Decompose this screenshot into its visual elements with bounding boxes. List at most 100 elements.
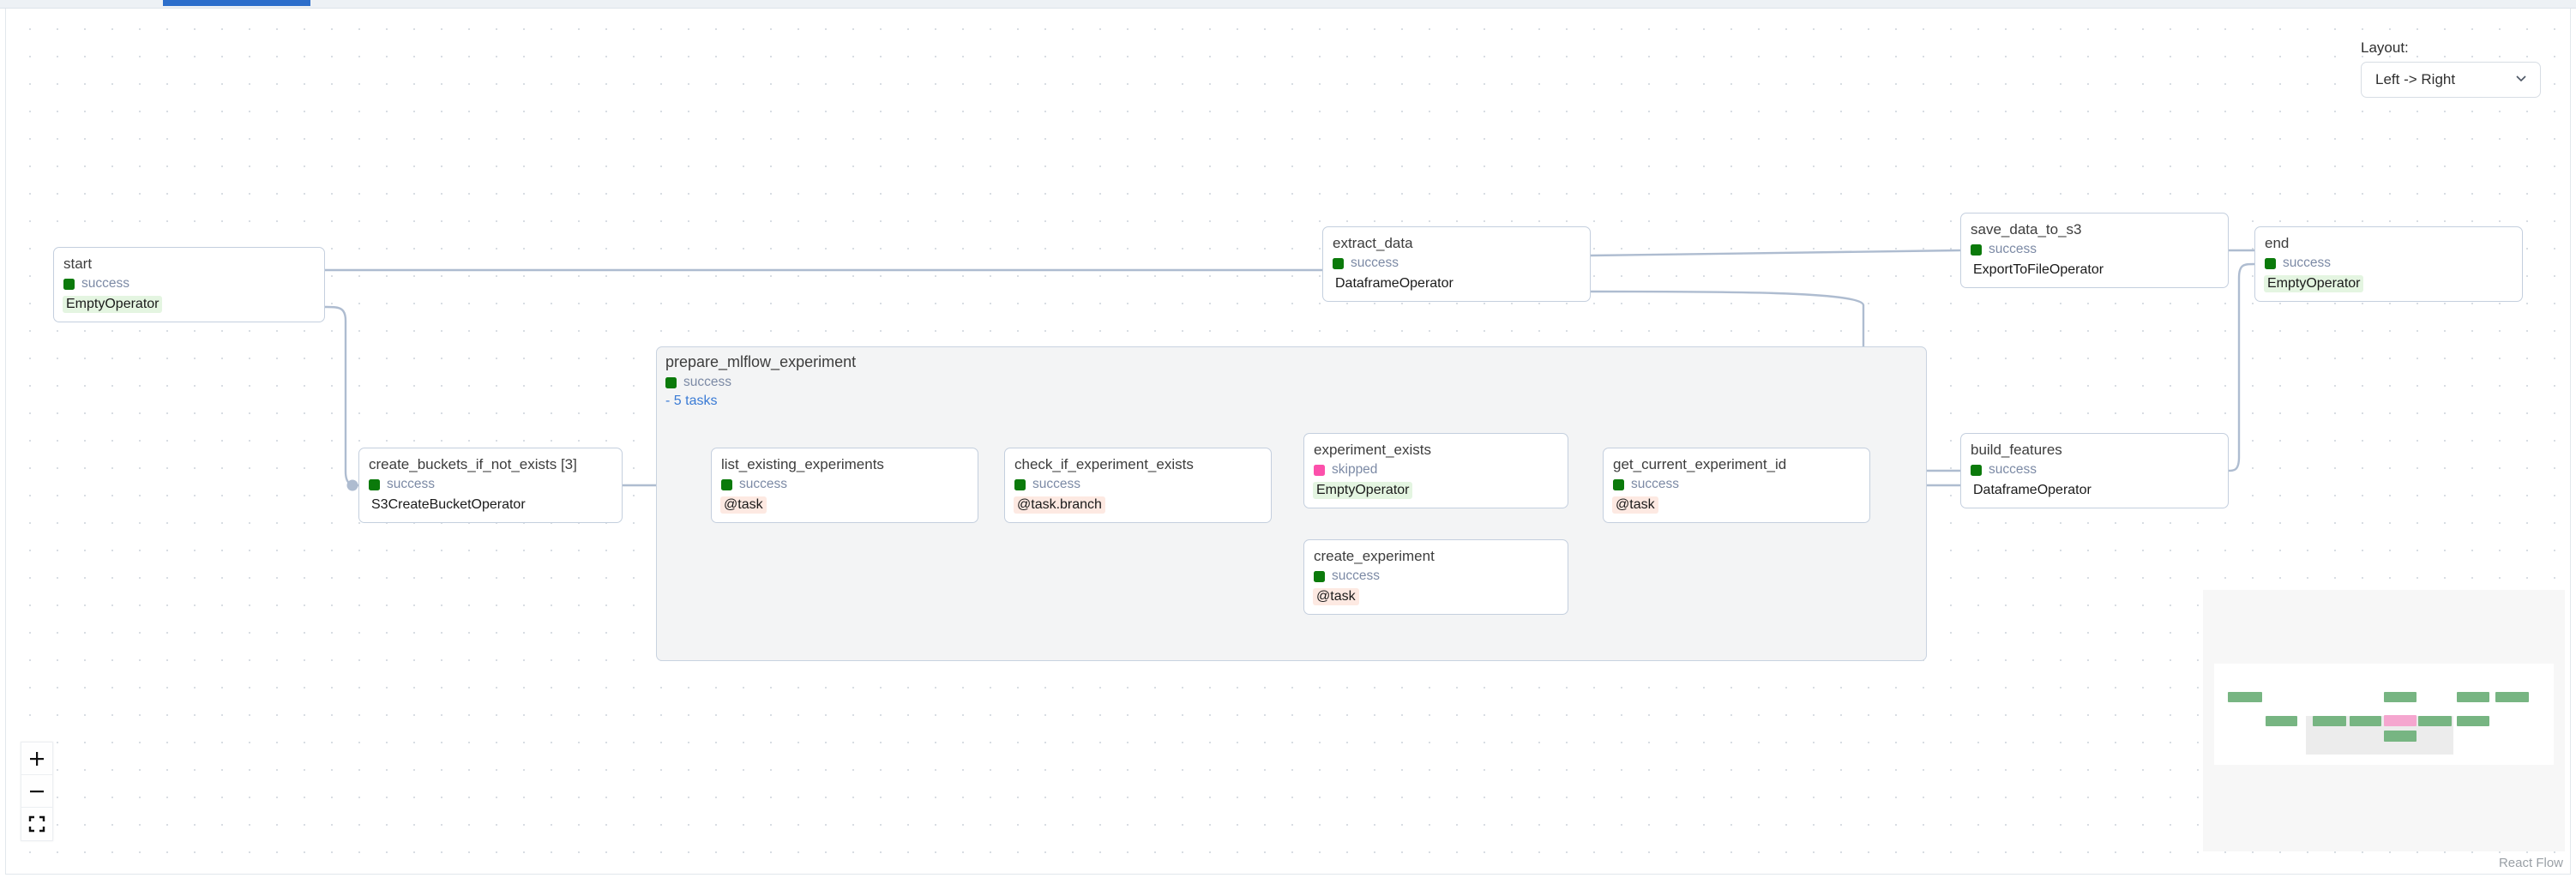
task-operator-badge: @task (720, 496, 767, 514)
task-node-status: success (1971, 242, 2037, 257)
fit-view-icon (28, 815, 45, 833)
chevron-down-icon (2514, 71, 2528, 89)
status-square-success (1971, 244, 1982, 256)
minimap-node-success (2228, 692, 2262, 702)
task-status-label: success (387, 477, 435, 491)
task-operator-badge: EmptyOperator (63, 296, 163, 313)
task-operator-badge: @task.branch (1014, 496, 1105, 514)
status-square-success (665, 376, 677, 388)
task-operator-badge: EmptyOperator (1313, 482, 1413, 499)
task-operator-badge: ExportToFileOperator (1973, 262, 2104, 277)
task-status-label: success (1989, 462, 2037, 477)
task-node-title: check_if_experiment_exists (1014, 456, 1194, 472)
status-square-success (2265, 257, 2276, 269)
group-status-label: success (683, 375, 731, 389)
plus-icon (30, 751, 44, 766)
layout-control: Layout: Left -> Right (2361, 39, 2541, 98)
task-status-label: success (1351, 256, 1399, 270)
task-node-title: experiment_exists (1314, 442, 1432, 458)
task-node-title: end (2265, 235, 2290, 251)
task-status-label: success (1332, 568, 1380, 583)
group-title: prepare_mlflow_experiment (665, 353, 857, 370)
status-square-success (1613, 478, 1624, 490)
task-status-label: success (81, 276, 129, 291)
task-node-status: skipped (1314, 462, 1377, 478)
task-operator-badge: DataframeOperator (1973, 483, 2091, 497)
minimap-node-skipped (2384, 715, 2417, 726)
task-operator-badge: S3CreateBucketOperator (371, 497, 526, 512)
task-node-status: success (1314, 568, 1380, 584)
task-operator-badge: @task (1313, 588, 1359, 605)
task-node-title: extract_data (1333, 235, 1413, 251)
task-node-status: success (1014, 477, 1080, 492)
task-node-status: success (721, 477, 787, 492)
zoom-out-button[interactable] (21, 775, 52, 808)
minimap-node-success (2457, 692, 2489, 702)
task-status-label: skipped (1332, 462, 1378, 477)
status-square-success (1333, 257, 1344, 269)
layout-select[interactable]: Left -> Right (2361, 62, 2541, 98)
minimap-node-success (2418, 716, 2452, 726)
task-node-title: create_experiment (1314, 548, 1435, 564)
task-operator-badge: @task (1612, 496, 1658, 514)
zoom-in-button[interactable] (21, 743, 52, 775)
status-square-success (369, 478, 380, 490)
task-operator-badge: DataframeOperator (1335, 276, 1454, 291)
task-node-status: success (1613, 477, 1679, 492)
minimap-node-success (2313, 716, 2346, 726)
task-node-status: success (63, 276, 129, 292)
zoom-controls[interactable] (21, 742, 53, 841)
active-tab-indicator[interactable] (163, 0, 310, 6)
task-node-title: get_current_experiment_id (1613, 456, 1787, 472)
minimap-node-success (2457, 716, 2489, 726)
minimap-node-success (2495, 692, 2529, 702)
task-node-status: success (1333, 256, 1399, 271)
layout-label: Layout: (2361, 39, 2409, 56)
edge (324, 305, 359, 487)
status-square-skipped (1314, 464, 1325, 476)
task-node-title: list_existing_experiments (721, 456, 884, 472)
group-status: success (665, 375, 731, 390)
minimap-node-success (2350, 716, 2381, 726)
status-square-success (1314, 570, 1325, 582)
group-task-count[interactable]: - 5 tasks (665, 394, 718, 408)
status-square-success (1014, 478, 1026, 490)
edge (1590, 249, 1961, 257)
task-status-label: success (1631, 477, 1679, 491)
minimap-node-success (2384, 692, 2417, 702)
minimap-node-success (2266, 716, 2297, 726)
layout-select-value: Left -> Right (2375, 71, 2456, 87)
task-node-status: success (1971, 462, 2037, 478)
fit-view-button[interactable] (21, 808, 52, 840)
task-status-label: success (1989, 242, 2037, 256)
minimap[interactable] (2203, 590, 2565, 851)
react-flow-attribution[interactable]: React Flow (2498, 856, 2563, 870)
task-status-label: success (739, 477, 787, 491)
task-status-label: success (1032, 477, 1080, 491)
edge (2228, 262, 2255, 472)
task-node-title: start (63, 256, 93, 272)
minimap-node-success (2384, 731, 2417, 742)
edge-handle-dot (346, 479, 358, 491)
task-node-status: success (369, 477, 435, 492)
task-node-title: build_features (1971, 442, 2062, 458)
task-operator-badge: EmptyOperator (2264, 275, 2364, 292)
status-square-success (63, 278, 75, 290)
task-node-status: success (2265, 256, 2331, 271)
status-square-success (721, 478, 732, 490)
minus-icon (30, 790, 44, 792)
task-status-label: success (2283, 256, 2331, 270)
